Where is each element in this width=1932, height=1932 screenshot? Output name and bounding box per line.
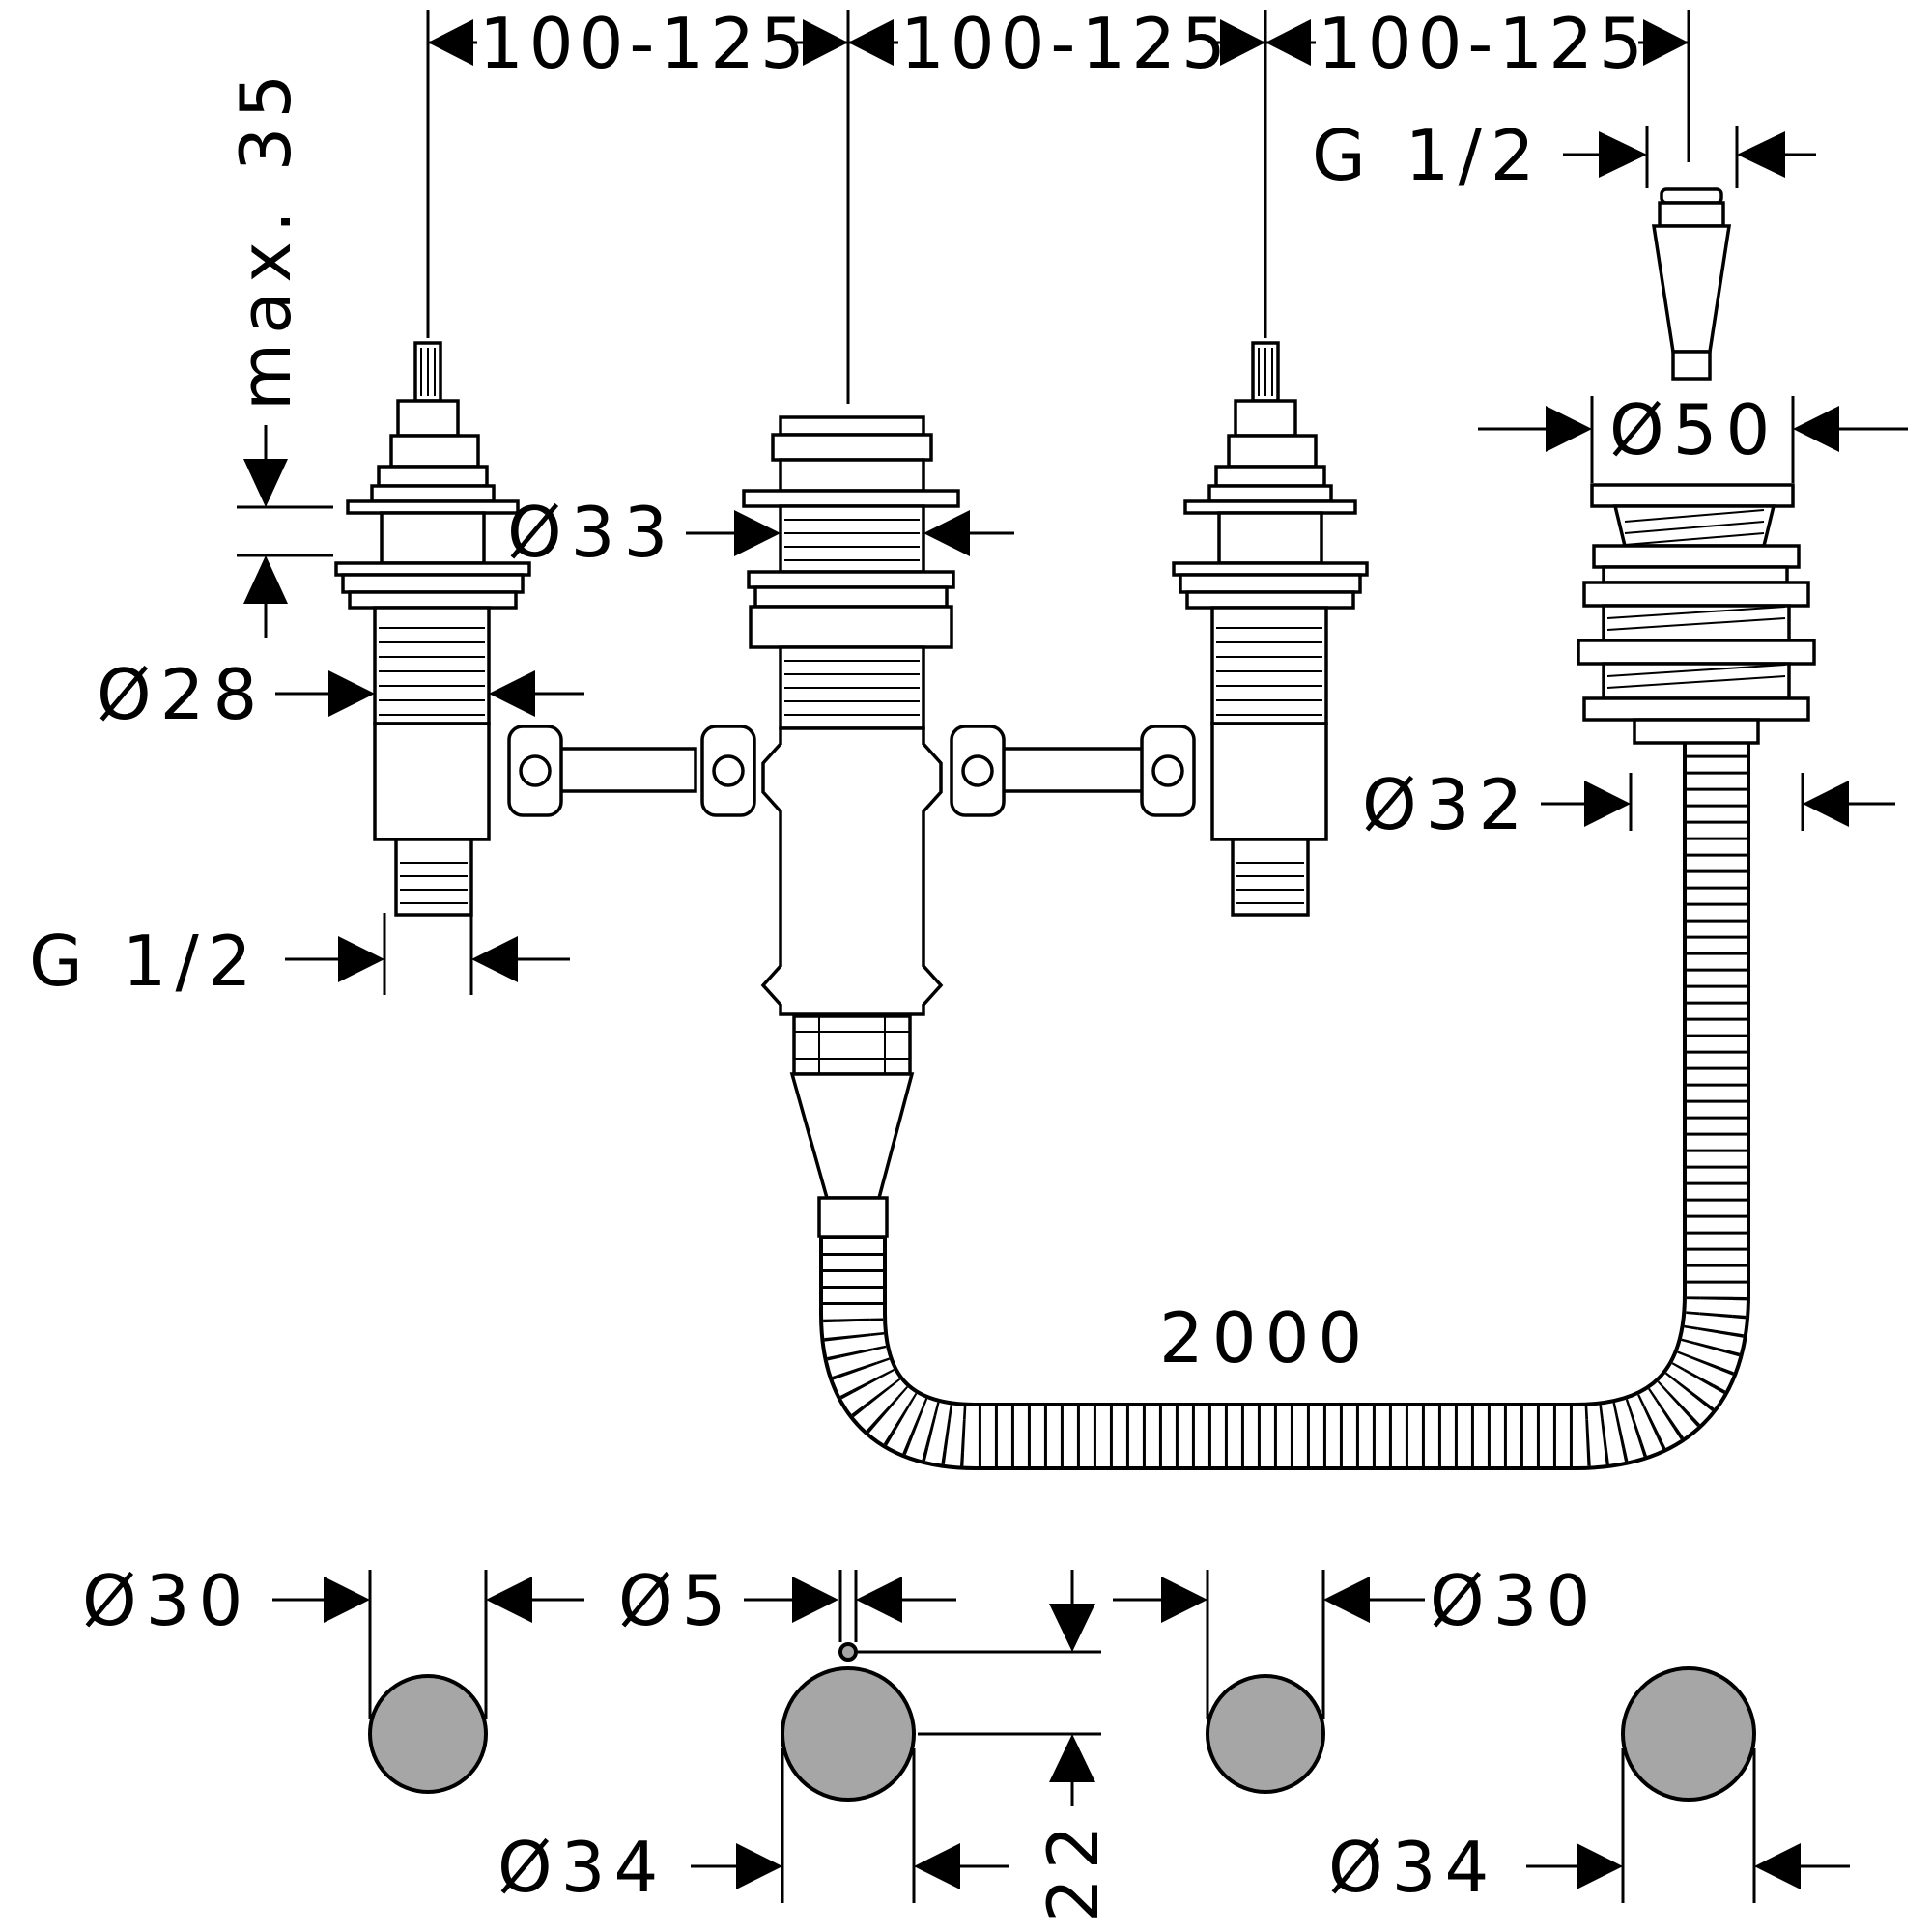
valve-body-label: Ø28 — [97, 654, 266, 735]
right-valve — [1172, 341, 1369, 917]
hole-valve-left-dimension: Ø30 — [82, 1560, 584, 1719]
hole-mixer — [781, 1666, 916, 1802]
hole-mixer-label: Ø34 — [497, 1827, 667, 1908]
hole-valve-left-label: Ø30 — [82, 1560, 251, 1641]
outlet-thread-label: G 1/2 — [1312, 115, 1544, 196]
valve-body-dimension: Ø28 — [97, 654, 584, 735]
max-height-label: max. 35 — [225, 66, 306, 411]
hole-handshower-dimension: Ø34 — [1328, 1748, 1850, 1908]
spacing-label-3: 100-125 — [1318, 3, 1649, 84]
left-valve — [334, 341, 531, 917]
mixer-body-dimension: Ø33 — [507, 492, 1014, 573]
inlet-thread-label: G 1/2 — [29, 921, 261, 1002]
handshower-holder — [1577, 187, 1816, 745]
hole-valve-right-dimension: Ø30 — [1113, 1560, 1599, 1719]
max-height-dimension: max. 35 — [225, 66, 333, 638]
pipe-connectors — [507, 724, 1196, 817]
hole-handshower — [1621, 1666, 1756, 1802]
spacing-label-2: 100-125 — [900, 3, 1232, 84]
top-spacing-dimensions: 100-125 100-125 100-125 — [426, 3, 1690, 404]
hole-pin-dimension: Ø5 — [618, 1560, 956, 1642]
handshower-body-label: Ø32 — [1362, 764, 1531, 845]
hole-valve-right-label: Ø30 — [1430, 1560, 1599, 1641]
hole-valve-left — [368, 1674, 488, 1794]
inlet-thread-dimension: G 1/2 — [29, 913, 570, 1002]
mixer-body-label: Ø33 — [507, 492, 676, 573]
hose — [819, 744, 1750, 1470]
spout-flange-label: Ø50 — [1609, 389, 1778, 470]
spacing-label-1: 100-125 — [479, 3, 810, 84]
mounting-holes — [368, 1642, 1756, 1802]
hole-mixer-dimension: Ø34 — [497, 1748, 1009, 1908]
hole-valve-right — [1206, 1674, 1325, 1794]
handshower-body-dimension: Ø32 — [1362, 764, 1895, 845]
hole-handshower-label: Ø34 — [1328, 1827, 1497, 1908]
pin-offset-dimension: 22 — [858, 1570, 1114, 1922]
hole-pin-label: Ø5 — [618, 1560, 734, 1641]
hole-pin — [838, 1642, 858, 1662]
pin-offset-label: 22 — [1033, 1816, 1114, 1922]
mixer-body — [742, 415, 960, 1238]
spout-flange-dimension: Ø50 — [1478, 389, 1908, 483]
hose-length-label: 2000 — [1159, 1297, 1371, 1378]
outlet-thread-dimension: G 1/2 — [1312, 115, 1816, 196]
